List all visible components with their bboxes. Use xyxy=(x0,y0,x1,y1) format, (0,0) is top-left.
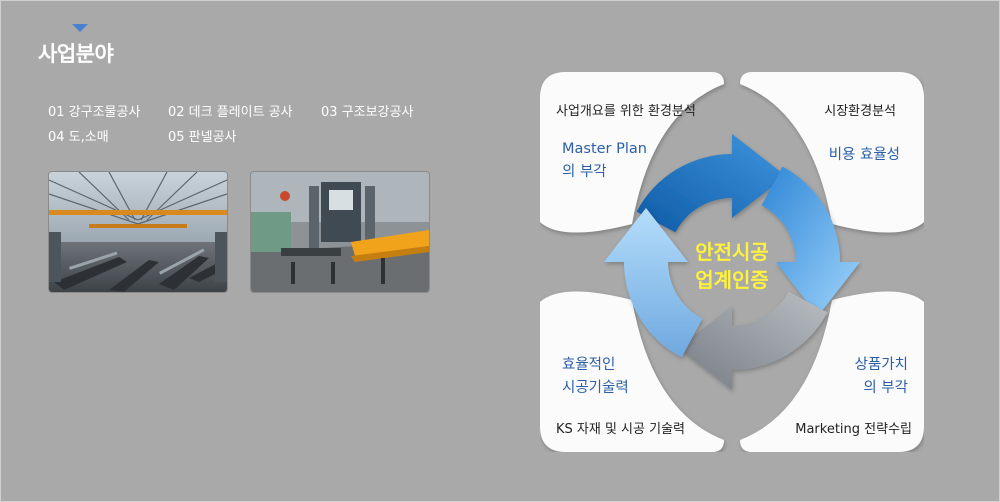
workshop-photo xyxy=(250,171,430,293)
business-item-4[interactable]: 04 도,소매 xyxy=(48,130,109,145)
arrow-bottom xyxy=(678,291,828,390)
bottom-right-footer: Marketing 전략수립 xyxy=(795,422,912,437)
bottom-left-blue-2: 시공기술력 xyxy=(562,380,629,396)
bottom-left-blue-1: 효율적인 xyxy=(562,357,616,373)
top-left-blue-2: 의 부각 xyxy=(562,164,607,180)
top-left-blue-1: Master Plan xyxy=(562,141,647,157)
petal-bottom-left xyxy=(540,291,724,452)
top-right-blue-1: 비용 효율성 xyxy=(828,147,900,163)
center-label: 안전시공 업계인증 xyxy=(678,238,786,294)
petal-top-right xyxy=(740,72,924,233)
down-triangle-icon xyxy=(72,24,88,32)
arrow-top xyxy=(636,134,786,233)
business-item-5[interactable]: 05 판넬공사 xyxy=(168,130,237,145)
top-left-heading: 사업개요를 위한 환경분석 xyxy=(556,104,696,119)
top-right-heading: 시장환경분석 xyxy=(824,104,896,119)
factory-photo xyxy=(48,171,228,293)
bottom-right-blue-2: 의 부각 xyxy=(863,380,908,396)
business-item-3[interactable]: 03 구조보강공사 xyxy=(321,105,414,120)
cycle-diagram: 사업개요를 위한 환경분석 Master Plan 의 부각 시장환경분석 비용… xyxy=(540,72,924,452)
business-item-2[interactable]: 02 데크 플레이트 공사 xyxy=(168,105,293,120)
bottom-right-blue-1: 상품가치 xyxy=(854,357,908,373)
center-line-2: 업계인증 xyxy=(695,268,769,292)
business-item-1[interactable]: 01 강구조물공사 xyxy=(48,105,141,120)
petal-top-left xyxy=(540,72,724,233)
arrow-left xyxy=(604,208,703,358)
arrow-right xyxy=(761,166,860,316)
petal-bottom-right xyxy=(740,291,924,452)
page-title: 사업분야 xyxy=(38,42,114,66)
center-line-1: 안전시공 xyxy=(695,240,769,264)
bottom-left-footer: KS 자재 및 시공 기술력 xyxy=(556,422,685,437)
